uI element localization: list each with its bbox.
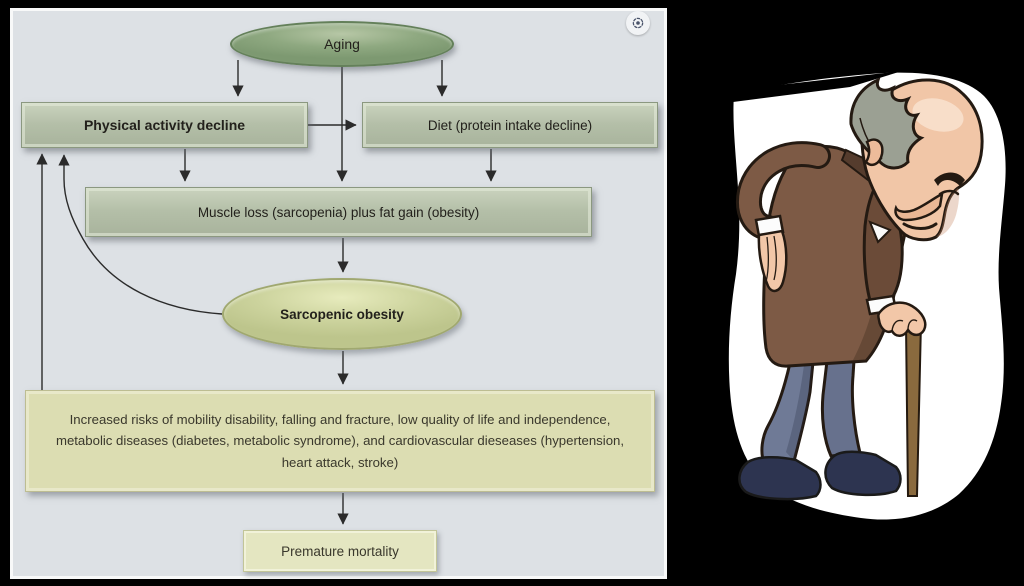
node-sarcopenic-obesity: Sarcopenic obesity	[222, 278, 462, 350]
node-diet: Diet (protein intake decline)	[362, 102, 658, 148]
right-leg	[820, 358, 862, 458]
flowchart-arrows	[36, 60, 497, 525]
shirt-collar	[868, 220, 892, 244]
node-premature-mortality: Premature mortality	[243, 530, 437, 572]
node-muscle-loss: Muscle loss (sarcopenia) plus fat gain (…	[85, 187, 592, 237]
eyebrow	[934, 172, 965, 186]
node-label: Physical activity decline	[83, 116, 246, 133]
visual-search-button[interactable]	[626, 11, 650, 35]
node-aging: Aging	[230, 21, 454, 67]
mouth	[902, 222, 938, 230]
node-increased-risks: Increased risks of mobility disability, …	[25, 390, 655, 492]
left-shoe	[738, 456, 822, 501]
node-label: Sarcopenic obesity	[280, 306, 404, 322]
node-label: Increased risks of mobility disability, …	[55, 411, 625, 470]
node-label: Muscle loss (sarcopenia) plus fat gain (…	[197, 204, 480, 220]
left-hand	[757, 229, 788, 293]
node-label: Premature mortality	[281, 543, 399, 559]
left-leg	[760, 360, 815, 465]
elderly-man-illustration	[700, 60, 1024, 530]
right-shoe	[824, 450, 902, 497]
black-wedge	[726, 71, 902, 102]
node-label: Aging	[324, 35, 360, 52]
flowchart-panel: Aging Physical activity decline Diet (pr…	[10, 8, 667, 579]
visual-search-icon	[632, 17, 644, 29]
node-physical-activity-decline: Physical activity decline	[21, 102, 308, 148]
node-label: Diet (protein intake decline)	[427, 117, 593, 133]
ear	[864, 138, 884, 166]
elderly-man-svg	[726, 71, 1006, 520]
nose	[894, 191, 944, 222]
